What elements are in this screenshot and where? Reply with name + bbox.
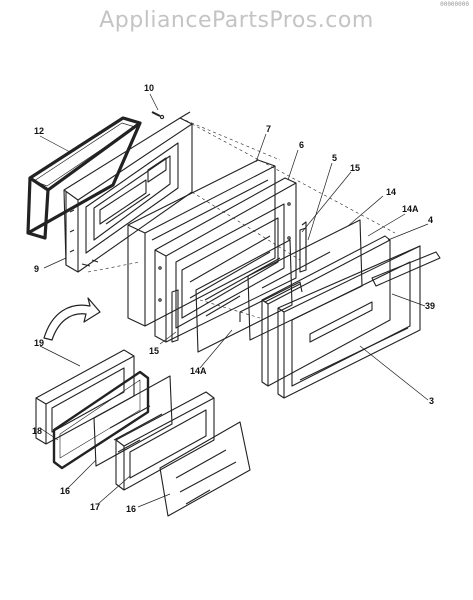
callout-14a-upper: 14A bbox=[402, 204, 419, 214]
part-7-frame bbox=[127, 159, 276, 327]
callout-39: 39 bbox=[425, 301, 435, 311]
part-16-glass-upper bbox=[93, 375, 173, 467]
callout-7: 7 bbox=[266, 124, 271, 134]
callout-14: 14 bbox=[386, 187, 396, 197]
callout-16-lower: 16 bbox=[126, 504, 136, 514]
part-15-strip bbox=[171, 221, 307, 343]
part-12-gasket bbox=[26, 116, 142, 240]
part-16-glass-lower bbox=[159, 421, 251, 517]
leader-lines bbox=[39, 93, 429, 508]
part-39-handle bbox=[309, 251, 441, 343]
callout-12: 12 bbox=[34, 126, 44, 136]
callout-14a-lower: 14A bbox=[190, 366, 207, 376]
callout-6: 6 bbox=[299, 140, 304, 150]
part-9-inner-panel bbox=[63, 111, 193, 273]
part-6-liner bbox=[154, 177, 297, 343]
callout-9: 9 bbox=[34, 264, 39, 274]
part-10-screw bbox=[151, 111, 165, 120]
assembly-guides bbox=[87, 117, 396, 319]
corner-code: 00000000 bbox=[440, 1, 469, 8]
part-18-seal bbox=[52, 370, 150, 470]
callout-labels: 10 12 7 6 5 15 14 14A 4 9 39 15 14A 3 19… bbox=[32, 83, 435, 514]
part-4-outer-frame bbox=[261, 235, 391, 387]
callout-19: 19 bbox=[34, 338, 44, 348]
callout-18: 18 bbox=[32, 426, 42, 436]
callout-15-lower: 15 bbox=[149, 346, 159, 356]
callout-4: 4 bbox=[428, 215, 433, 225]
callout-17: 17 bbox=[90, 502, 100, 512]
callout-10: 10 bbox=[144, 83, 154, 93]
part-3-outer-door bbox=[277, 245, 421, 399]
watermark-text: AppliancePartsPros.com bbox=[99, 8, 374, 33]
callout-16-upper: 16 bbox=[60, 486, 70, 496]
callout-5: 5 bbox=[332, 153, 337, 163]
part-17-window-frame bbox=[115, 391, 215, 491]
callout-3: 3 bbox=[429, 396, 434, 406]
callout-15-upper: 15 bbox=[350, 163, 360, 173]
assembly-arrow-icon bbox=[43, 297, 101, 341]
